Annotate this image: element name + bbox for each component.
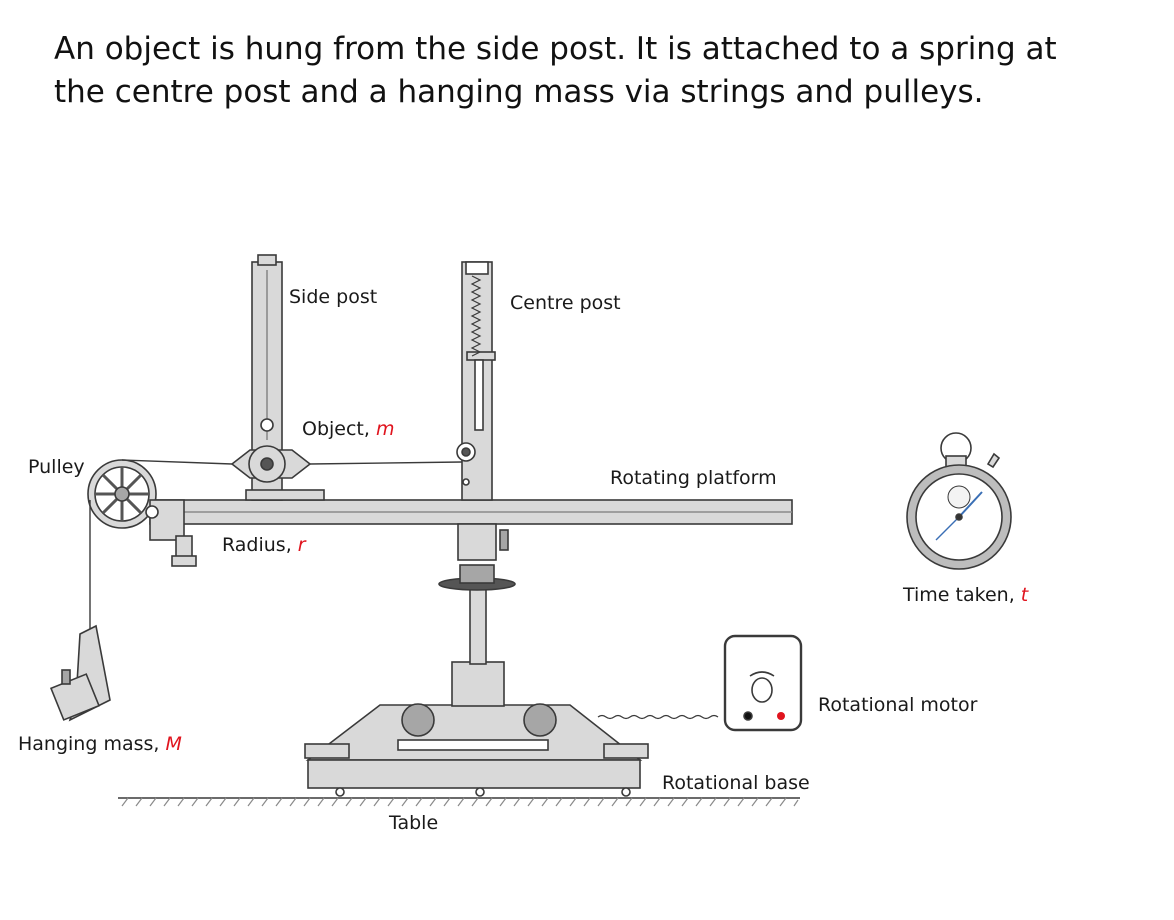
pulley-wheel-icon [87,459,197,567]
stopwatch-icon [906,432,1012,570]
label-object: Object, m [302,418,394,440]
label-table: Table [389,812,439,834]
motor-switch-icon [597,634,803,732]
label-object-text: Object, [302,418,376,440]
label-hanging-mass-text: Hanging mass, [18,733,166,755]
rotational-base [304,564,649,797]
label-radius-text: Radius, [222,534,298,556]
label-pulley: Pulley [28,456,85,478]
hanging-mass [49,624,111,722]
heading-line-2: the centre post and a hanging mass via s… [54,74,984,110]
label-object-var: m [375,418,395,440]
label-centre-post: Centre post [510,292,621,314]
label-rotating-platform: Rotating platform [610,467,777,489]
table-surface [118,797,800,807]
label-rotational-base: Rotational base [662,772,810,794]
label-rotational-motor: Rotational motor [818,694,978,716]
spring-icon [470,275,482,357]
object-mass [230,418,312,483]
label-hanging-mass-var: M [165,733,182,755]
label-radius: Radius, r [222,534,306,556]
heading-line-1: An object is hung from the side post. It… [54,31,1057,67]
centre-post [456,261,496,501]
strings [89,459,463,636]
label-time-taken-text: Time taken, [903,584,1021,606]
heading: An object is hung from the side post. It… [54,28,1114,114]
label-radius-var: r [297,534,306,556]
label-time-taken-var: t [1020,584,1029,606]
label-time-taken: Time taken, t [903,584,1028,606]
label-hanging-mass: Hanging mass, M [18,733,182,755]
label-side-post: Side post [289,286,378,308]
